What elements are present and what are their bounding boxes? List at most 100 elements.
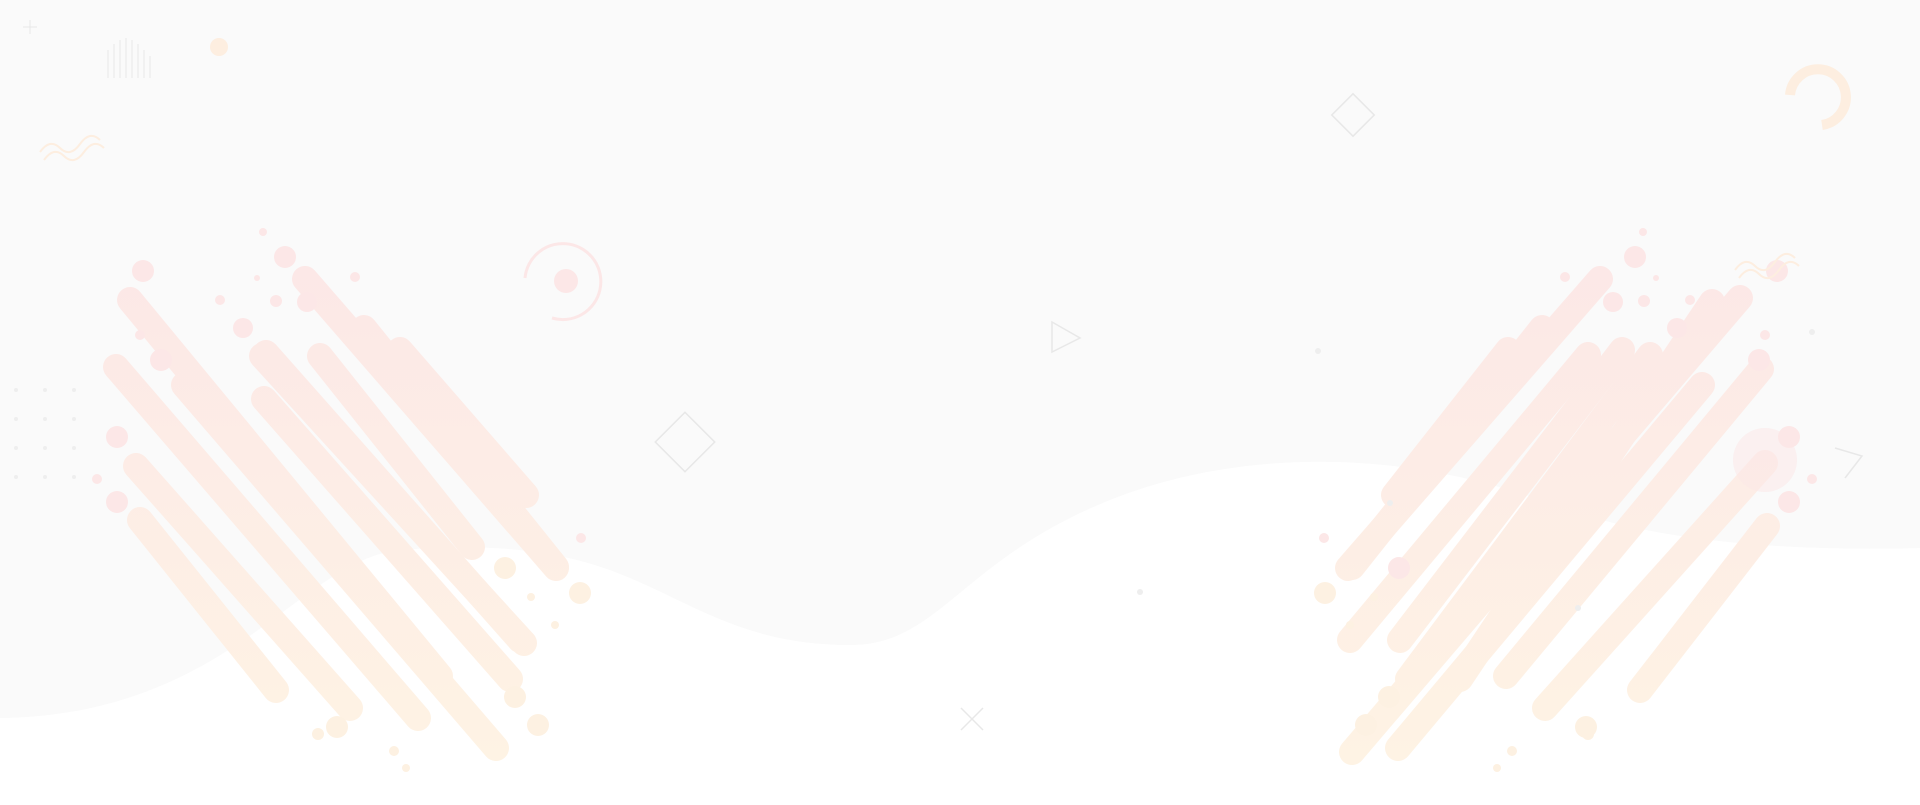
dot [1507,746,1517,756]
dot [92,474,102,484]
dot [259,228,267,236]
dot [1314,582,1336,604]
stripe [127,507,289,703]
ornaments [23,20,1864,731]
stripe [1381,337,1521,508]
grid-dot [14,417,18,421]
plus-ornament [23,20,37,34]
stripe [1532,450,1778,721]
stripe [1395,342,1663,692]
dot [1748,349,1770,371]
diamond-outline [654,411,716,473]
stripe [1447,289,1725,692]
ring-ornament [523,242,603,322]
cross-ornament [960,707,984,731]
dot [1639,228,1647,236]
stripe [351,315,569,580]
stripe [1387,337,1635,653]
dot [1346,621,1354,629]
dot [389,746,399,756]
grid-dot [43,388,47,392]
dot [1638,295,1650,307]
triangle-outline [1051,320,1082,354]
ring-ornament [1785,64,1851,130]
dot [135,330,145,340]
dot [1493,764,1501,772]
grid-dots [14,388,76,479]
left-stripe-cluster [103,266,569,761]
tiny-dot [1315,348,1321,354]
stripe [103,354,431,731]
grid-dot [72,446,76,450]
dot [504,686,526,708]
dot [1388,557,1410,579]
dot [1760,330,1770,340]
dot-ornament [210,38,228,56]
diamond-outline [1330,92,1376,138]
dot [569,582,591,604]
dot [274,246,296,268]
dot [1378,686,1400,708]
scattered-dots [1137,329,1815,611]
dot [350,272,360,282]
dot [1603,292,1623,312]
dot [1667,318,1687,338]
dot [494,557,516,579]
grid-dot [43,475,47,479]
tiny-dot [1387,500,1393,506]
dot [254,275,260,281]
squiggle-ornament [43,142,105,162]
stripe [123,453,363,721]
squiggle-ornament [1738,260,1800,280]
dot [1624,246,1646,268]
stripe [307,343,485,560]
dot [1653,275,1659,281]
ring-ornament [1733,428,1797,492]
grid-dot [14,475,18,479]
stripe [251,386,523,692]
left-dot-cluster [92,228,591,772]
stripe [387,337,539,508]
grid-dot [14,446,18,450]
stripe [1493,356,1774,689]
dot [527,714,549,736]
grid-dot [14,388,18,392]
hatch-ornament [107,38,151,78]
dot [551,621,559,629]
dot [215,295,225,305]
right-stripe-cluster [1335,266,1780,765]
stripe [171,372,509,761]
grid-dot [72,388,76,392]
dot [1685,295,1695,305]
dot [326,716,348,738]
stripe [1627,513,1780,703]
dot [270,295,282,307]
tiny-dot [1137,589,1143,595]
stripe [1337,342,1601,653]
dot [576,533,586,543]
squiggle-ornament [1734,252,1796,272]
dot [1370,593,1378,601]
dot [402,764,410,772]
dot [106,491,128,513]
dot [1778,491,1800,513]
triangle-outline [1834,447,1864,479]
dot [132,260,154,282]
tiny-dot [1575,605,1581,611]
dot [297,292,317,312]
dot [1582,728,1594,740]
tiny-dot [1809,329,1815,335]
dot [1319,533,1329,543]
dot [150,349,172,371]
dot [1355,714,1377,736]
dot [1560,272,1570,282]
dot [106,426,128,448]
dot [1807,474,1817,484]
grid-dot [72,417,76,421]
grid-dot [43,417,47,421]
stripe [249,343,537,656]
dot [312,728,324,740]
squiggle-ornament [39,134,101,154]
